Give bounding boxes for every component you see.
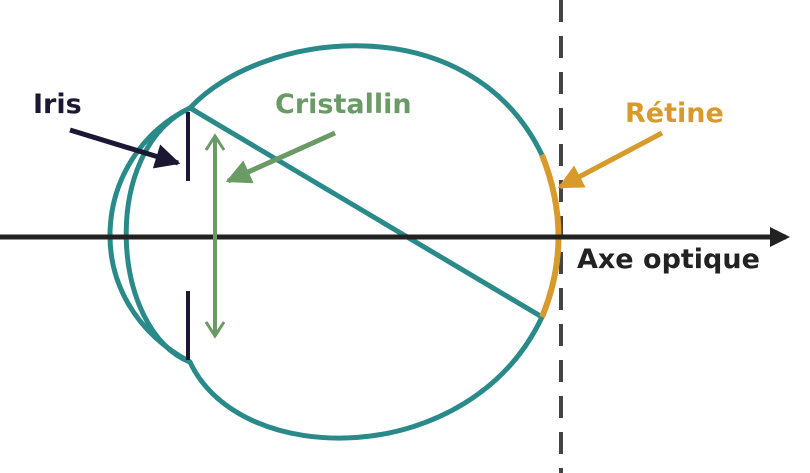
cristallin-pointer-arrow (225, 130, 337, 184)
iris-label: Iris (33, 89, 82, 120)
lens-top-arrowhead (204, 133, 226, 151)
eyeball-outline (107, 43, 546, 441)
retine-pointer-arrow (557, 130, 664, 190)
axe-optique-label: Axe optique (577, 244, 760, 275)
lens-bottom-arrowhead (204, 321, 226, 339)
iris-pointer-arrow (69, 127, 181, 169)
cristallin-label: Cristallin (275, 89, 412, 120)
retine-label: Rétine (625, 98, 724, 129)
